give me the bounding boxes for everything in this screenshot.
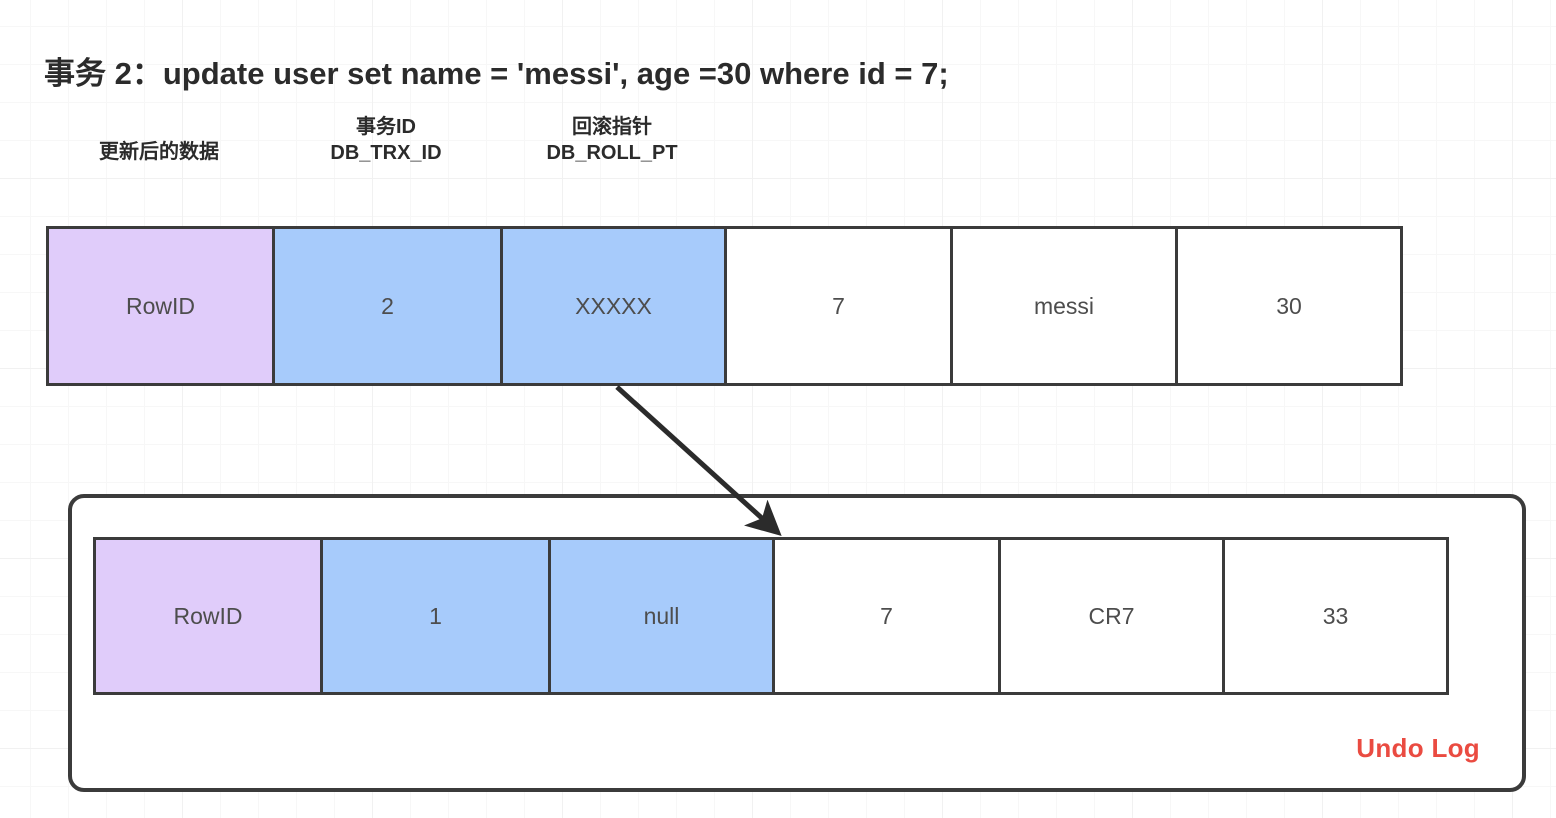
current-record-cell-rowid: RowID (46, 226, 275, 386)
undo-log-label: Undo Log (1356, 733, 1480, 763)
current-record-cell-name: messi (950, 226, 1178, 386)
undo-record-cell-db-trx-id: 1 (320, 537, 551, 695)
column-header-updated-data: 更新后的数据 (99, 141, 219, 163)
page-title: 事务 2：update user set name = 'messi', age… (44, 56, 949, 91)
current-record-cell-db-trx-id: 2 (272, 226, 503, 386)
column-header-db-trx-id: 事务ID DB_TRX_ID (330, 116, 442, 164)
column-header-db-roll-pt: 回滚指针 DB_ROLL_PT (546, 116, 678, 164)
current-record-cell-age: 30 (1175, 226, 1403, 386)
undo-record-cell-rowid: RowID (93, 537, 323, 695)
current-record-cell-id: 7 (724, 226, 953, 386)
undo-record-cell-name: CR7 (998, 537, 1225, 695)
current-record-cell-db-roll-pt: XXXXX (500, 226, 727, 386)
undo-record-cell-db-roll-pt: null (548, 537, 775, 695)
undo-record-row: RowID 1 null 7 CR7 33 (93, 537, 1449, 695)
undo-record-cell-age: 33 (1222, 537, 1449, 695)
current-record-row: RowID 2 XXXXX 7 messi 30 (46, 226, 1403, 386)
undo-record-cell-id: 7 (772, 537, 1001, 695)
